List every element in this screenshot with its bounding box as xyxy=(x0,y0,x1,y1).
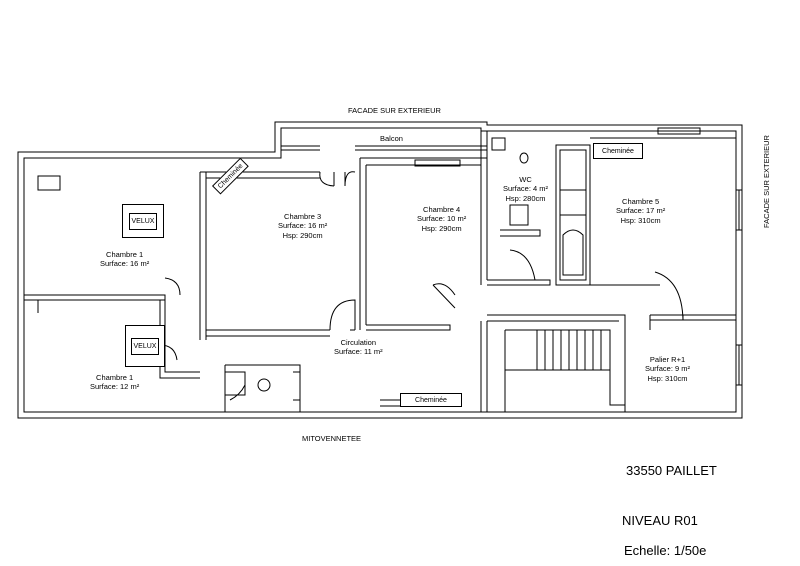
room-chambre4: Chambre 4 Surface: 10 m² Hsp: 290cm xyxy=(417,205,466,233)
velux-window-1: VELUX xyxy=(122,204,164,238)
address-label: 33550 PAILLET xyxy=(626,463,717,478)
right-facade-label: FACADE SUR EXTERIEUR xyxy=(762,135,771,228)
room-palier: Palier R+1 Surface: 9 m² Hsp: 310cm xyxy=(645,355,690,383)
scale-label: Echelle: 1/50e xyxy=(624,543,707,558)
room-hsp: Hsp: 310cm xyxy=(620,215,661,225)
room-surface: Surface: 10 m² xyxy=(417,214,467,224)
room-surface: Surface: 9 m² xyxy=(645,364,691,374)
room-name: Chambre 4 xyxy=(423,205,461,214)
room-name: Chambre 3 xyxy=(284,212,322,221)
room-surface: Surface: 11 m² xyxy=(334,347,383,357)
room-chambre5: Chambre 5 Surface: 17 m² Hsp: 310cm xyxy=(616,197,665,225)
velux-label: VELUX xyxy=(128,212,158,230)
room-hsp: Hsp: 290cm xyxy=(421,223,462,233)
room-name: Chambre 1 xyxy=(96,373,134,382)
room-name: WC xyxy=(519,175,532,184)
level-label: NIVEAU R01 xyxy=(622,513,698,528)
outer-wall xyxy=(17,121,743,419)
room-surface: Surface: 16 m² xyxy=(100,259,150,269)
room-surface: Surface: 4 m² xyxy=(503,184,549,194)
top-facade-label: FACADE SUR EXTERIEUR xyxy=(348,106,441,115)
room-surface: Surface: 17 m² xyxy=(616,206,666,216)
outer-wall-inner xyxy=(23,127,737,413)
room-hsp: Hsp: 290cm xyxy=(282,230,323,240)
room-surface: Surface: 12 m² xyxy=(90,382,140,392)
room-name: Chambre 5 xyxy=(622,197,660,206)
room-hsp: Hsp: 280cm xyxy=(505,193,546,203)
cheminee-circulation: Cheminée xyxy=(400,393,462,407)
room-wc: WC Surface: 4 m² Hsp: 280cm xyxy=(503,175,548,203)
room-chambre3: Chambre 3 Surface: 16 m² Hsp: 290cm xyxy=(278,212,327,240)
balcon-label: Balcon xyxy=(380,134,403,143)
room-chambre1-bottom: Chambre 1 Surface: 12 m² xyxy=(90,373,139,392)
room-chambre1-top: Chambre 1 Surface: 16 m² xyxy=(100,250,149,269)
velux-window-2: VELUX xyxy=(125,325,165,367)
room-hsp: Hsp: 310cm xyxy=(647,373,688,383)
room-surface: Surface: 16 m² xyxy=(278,221,328,231)
room-circulation: Circulation Surface: 11 m² xyxy=(334,338,383,357)
velux-label: VELUX xyxy=(130,337,160,355)
bottom-mitoyennete-label: MITOVENNETEE xyxy=(302,434,362,443)
room-name: Circulation xyxy=(340,338,377,347)
cheminee-chambre5: Cheminée xyxy=(593,143,643,159)
room-name: Chambre 1 xyxy=(106,250,144,259)
room-name: Palier R+1 xyxy=(649,355,686,364)
